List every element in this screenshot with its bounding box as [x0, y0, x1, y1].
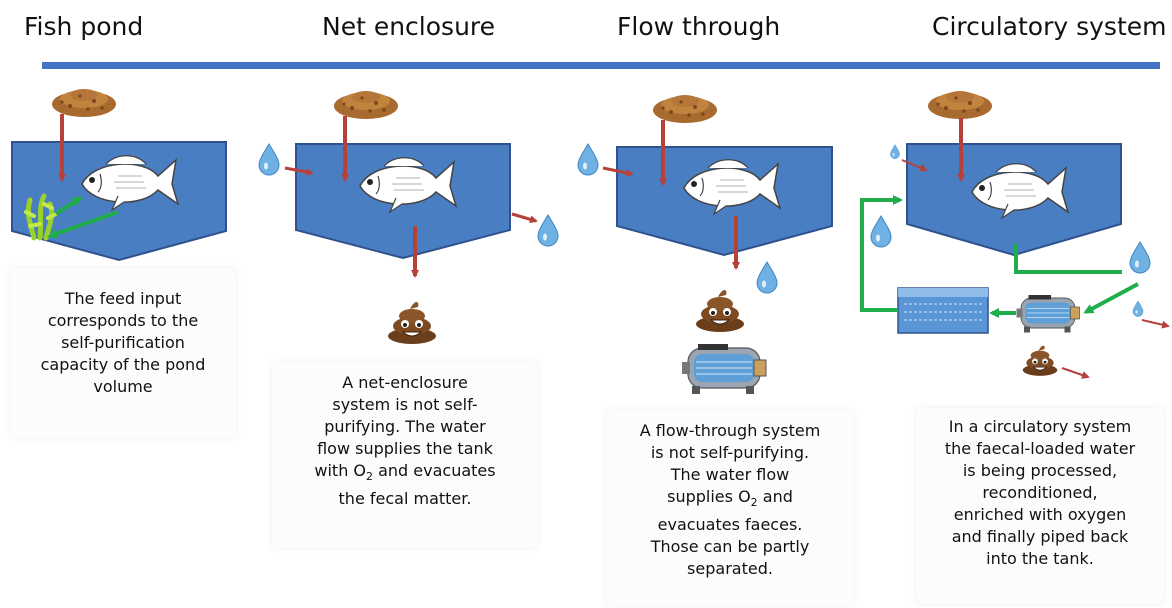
caption-line: and finally piped back [951, 527, 1129, 546]
caption-line-o2: with O2 and evacuates [272, 460, 538, 488]
sludge-arrow [1061, 367, 1090, 379]
water-drop-icon [537, 214, 559, 247]
caption-line: reconditioned, [982, 483, 1098, 502]
caption-line: flow supplies the tank [317, 439, 493, 458]
poop-icon [695, 289, 745, 333]
poop-icon [1022, 345, 1058, 377]
caption-text: and evacuates [373, 461, 496, 480]
water-drop-icon [890, 144, 900, 159]
water-drop-icon [870, 215, 892, 248]
caption-line: Those can be partly [650, 537, 810, 557]
caption-line: volume [93, 377, 153, 396]
outlet-pipe [1014, 244, 1122, 274]
header-divider [42, 62, 1160, 69]
water-plant-icon [24, 193, 58, 241]
return-pipe [860, 195, 903, 312]
caption-line: corresponds to the [47, 311, 199, 330]
water-out-arrow [1141, 319, 1170, 329]
caption-flow-through: A flow-through system is not self-purify… [606, 410, 854, 606]
water-drop-icon [1132, 300, 1144, 317]
caption-line: separated. [687, 559, 773, 579]
caption-text: and [757, 487, 793, 506]
subscript-2: 2 [750, 496, 758, 510]
caption-line: A net-enclosure [342, 373, 468, 392]
water-in-arrow [284, 166, 314, 176]
caption-line: The water flow [670, 465, 790, 484]
title-fish-pond: Fish pond [24, 12, 144, 41]
title-flow-through: Flow through [617, 12, 781, 41]
caption-line: In a circulatory system [948, 417, 1132, 436]
title-circulatory-system: Circulatory system [932, 12, 1167, 41]
water-drop-icon [1129, 241, 1151, 274]
to-drum-arrow [1083, 282, 1139, 314]
o2-arrow [54, 196, 83, 216]
water-in-arrow [602, 166, 634, 177]
caption-line: the faecal-loaded water [944, 439, 1136, 458]
water-drop-icon [756, 261, 778, 294]
water-out-arrow [511, 212, 538, 224]
water-in-arrow [901, 159, 928, 172]
caption-line: A flow-through system [639, 421, 821, 440]
caption-line: the fecal matter. [338, 489, 472, 509]
caption-text: supplies O [667, 487, 751, 506]
water-drop-icon [577, 143, 599, 176]
caption-line: evacuates faeces. [657, 515, 803, 535]
feed-pile-icon [653, 95, 717, 123]
co2-arrow [47, 210, 119, 239]
feed-pile-icon [928, 91, 992, 119]
caption-line: purifying. The water [324, 417, 486, 436]
caption-circulatory: In a circulatory system the faecal-loade… [916, 408, 1164, 604]
caption-line: into the tank. [986, 549, 1094, 568]
caption-fish-pond: The feed input corresponds to the self-p… [10, 268, 236, 438]
caption-line: is not self-purifying. [650, 443, 810, 462]
feed-pile-icon [334, 91, 398, 119]
drum-filter-icon [1016, 294, 1080, 333]
caption-net-enclosure: A net-enclosure system is not self- puri… [272, 362, 538, 548]
caption-line: The feed input [64, 289, 182, 308]
subscript-2: 2 [366, 470, 374, 484]
drum-filter-icon [681, 343, 767, 395]
caption-line: system is not self- [332, 395, 478, 414]
water-drop-icon [258, 143, 280, 176]
title-net-enclosure: Net enclosure [322, 12, 496, 41]
caption-line: capacity of the pond [40, 355, 206, 374]
caption-line: is being processed, [962, 461, 1118, 480]
feed-pile-icon [52, 89, 116, 117]
caption-line: self-purification [61, 333, 185, 352]
poop-icon [387, 301, 437, 345]
caption-line-o2: supplies O2 and [606, 486, 854, 514]
caption-line: enriched with oxygen [953, 505, 1127, 524]
caption-text: with O [314, 461, 367, 480]
bio-filter-tank-icon [897, 287, 989, 334]
